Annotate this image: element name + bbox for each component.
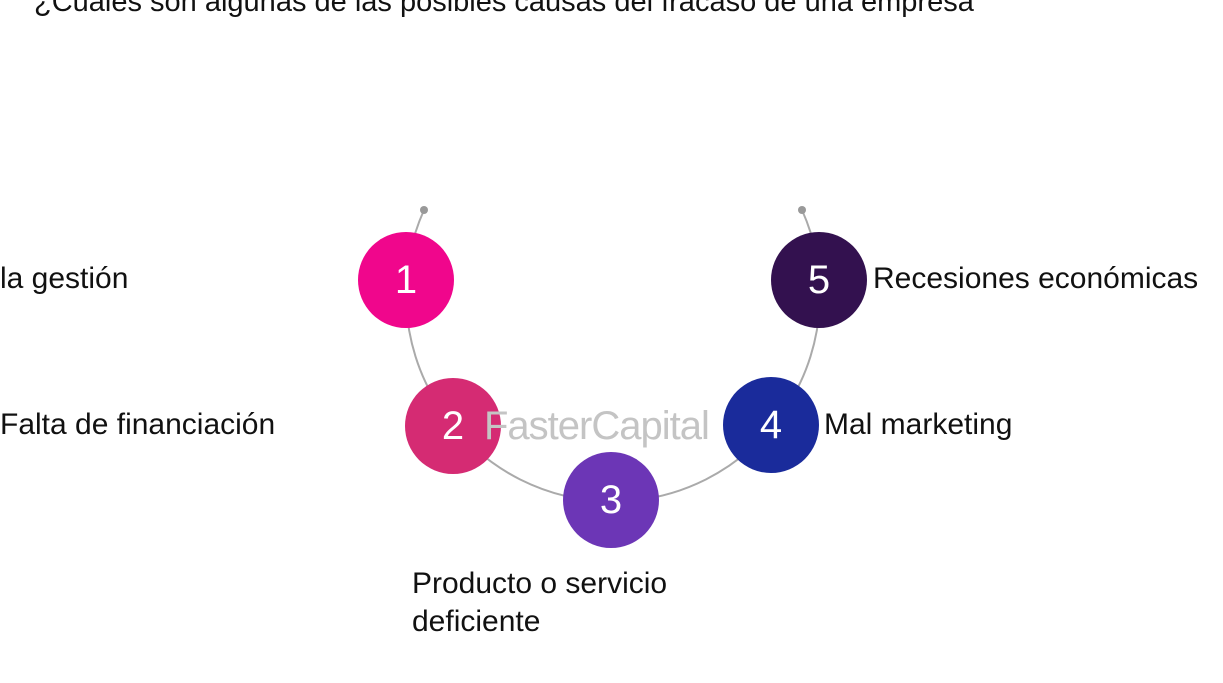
- watermark: FasterCapital: [484, 404, 710, 448]
- label-5: Recesiones económicas: [873, 262, 1199, 295]
- arc-end-dot: [798, 206, 806, 214]
- label-1: la gestión: [0, 262, 129, 295]
- label-3-line1: Producto o servicio: [412, 567, 668, 600]
- label-2: Falta de financiación: [0, 408, 276, 441]
- label-3-line2: deficiente: [412, 605, 541, 638]
- arc-start-dot: [420, 206, 428, 214]
- step-circle-4: 4: [723, 377, 819, 473]
- page-title: ¿Cuáles son algunas de las posibles caus…: [34, 0, 974, 18]
- label-4: Mal marketing: [824, 408, 1013, 441]
- step-circle-1: 1: [358, 232, 454, 328]
- step-circle-5: 5: [771, 232, 867, 328]
- step-circle-2: 2: [405, 378, 501, 474]
- step-circle-3: 3: [563, 452, 659, 548]
